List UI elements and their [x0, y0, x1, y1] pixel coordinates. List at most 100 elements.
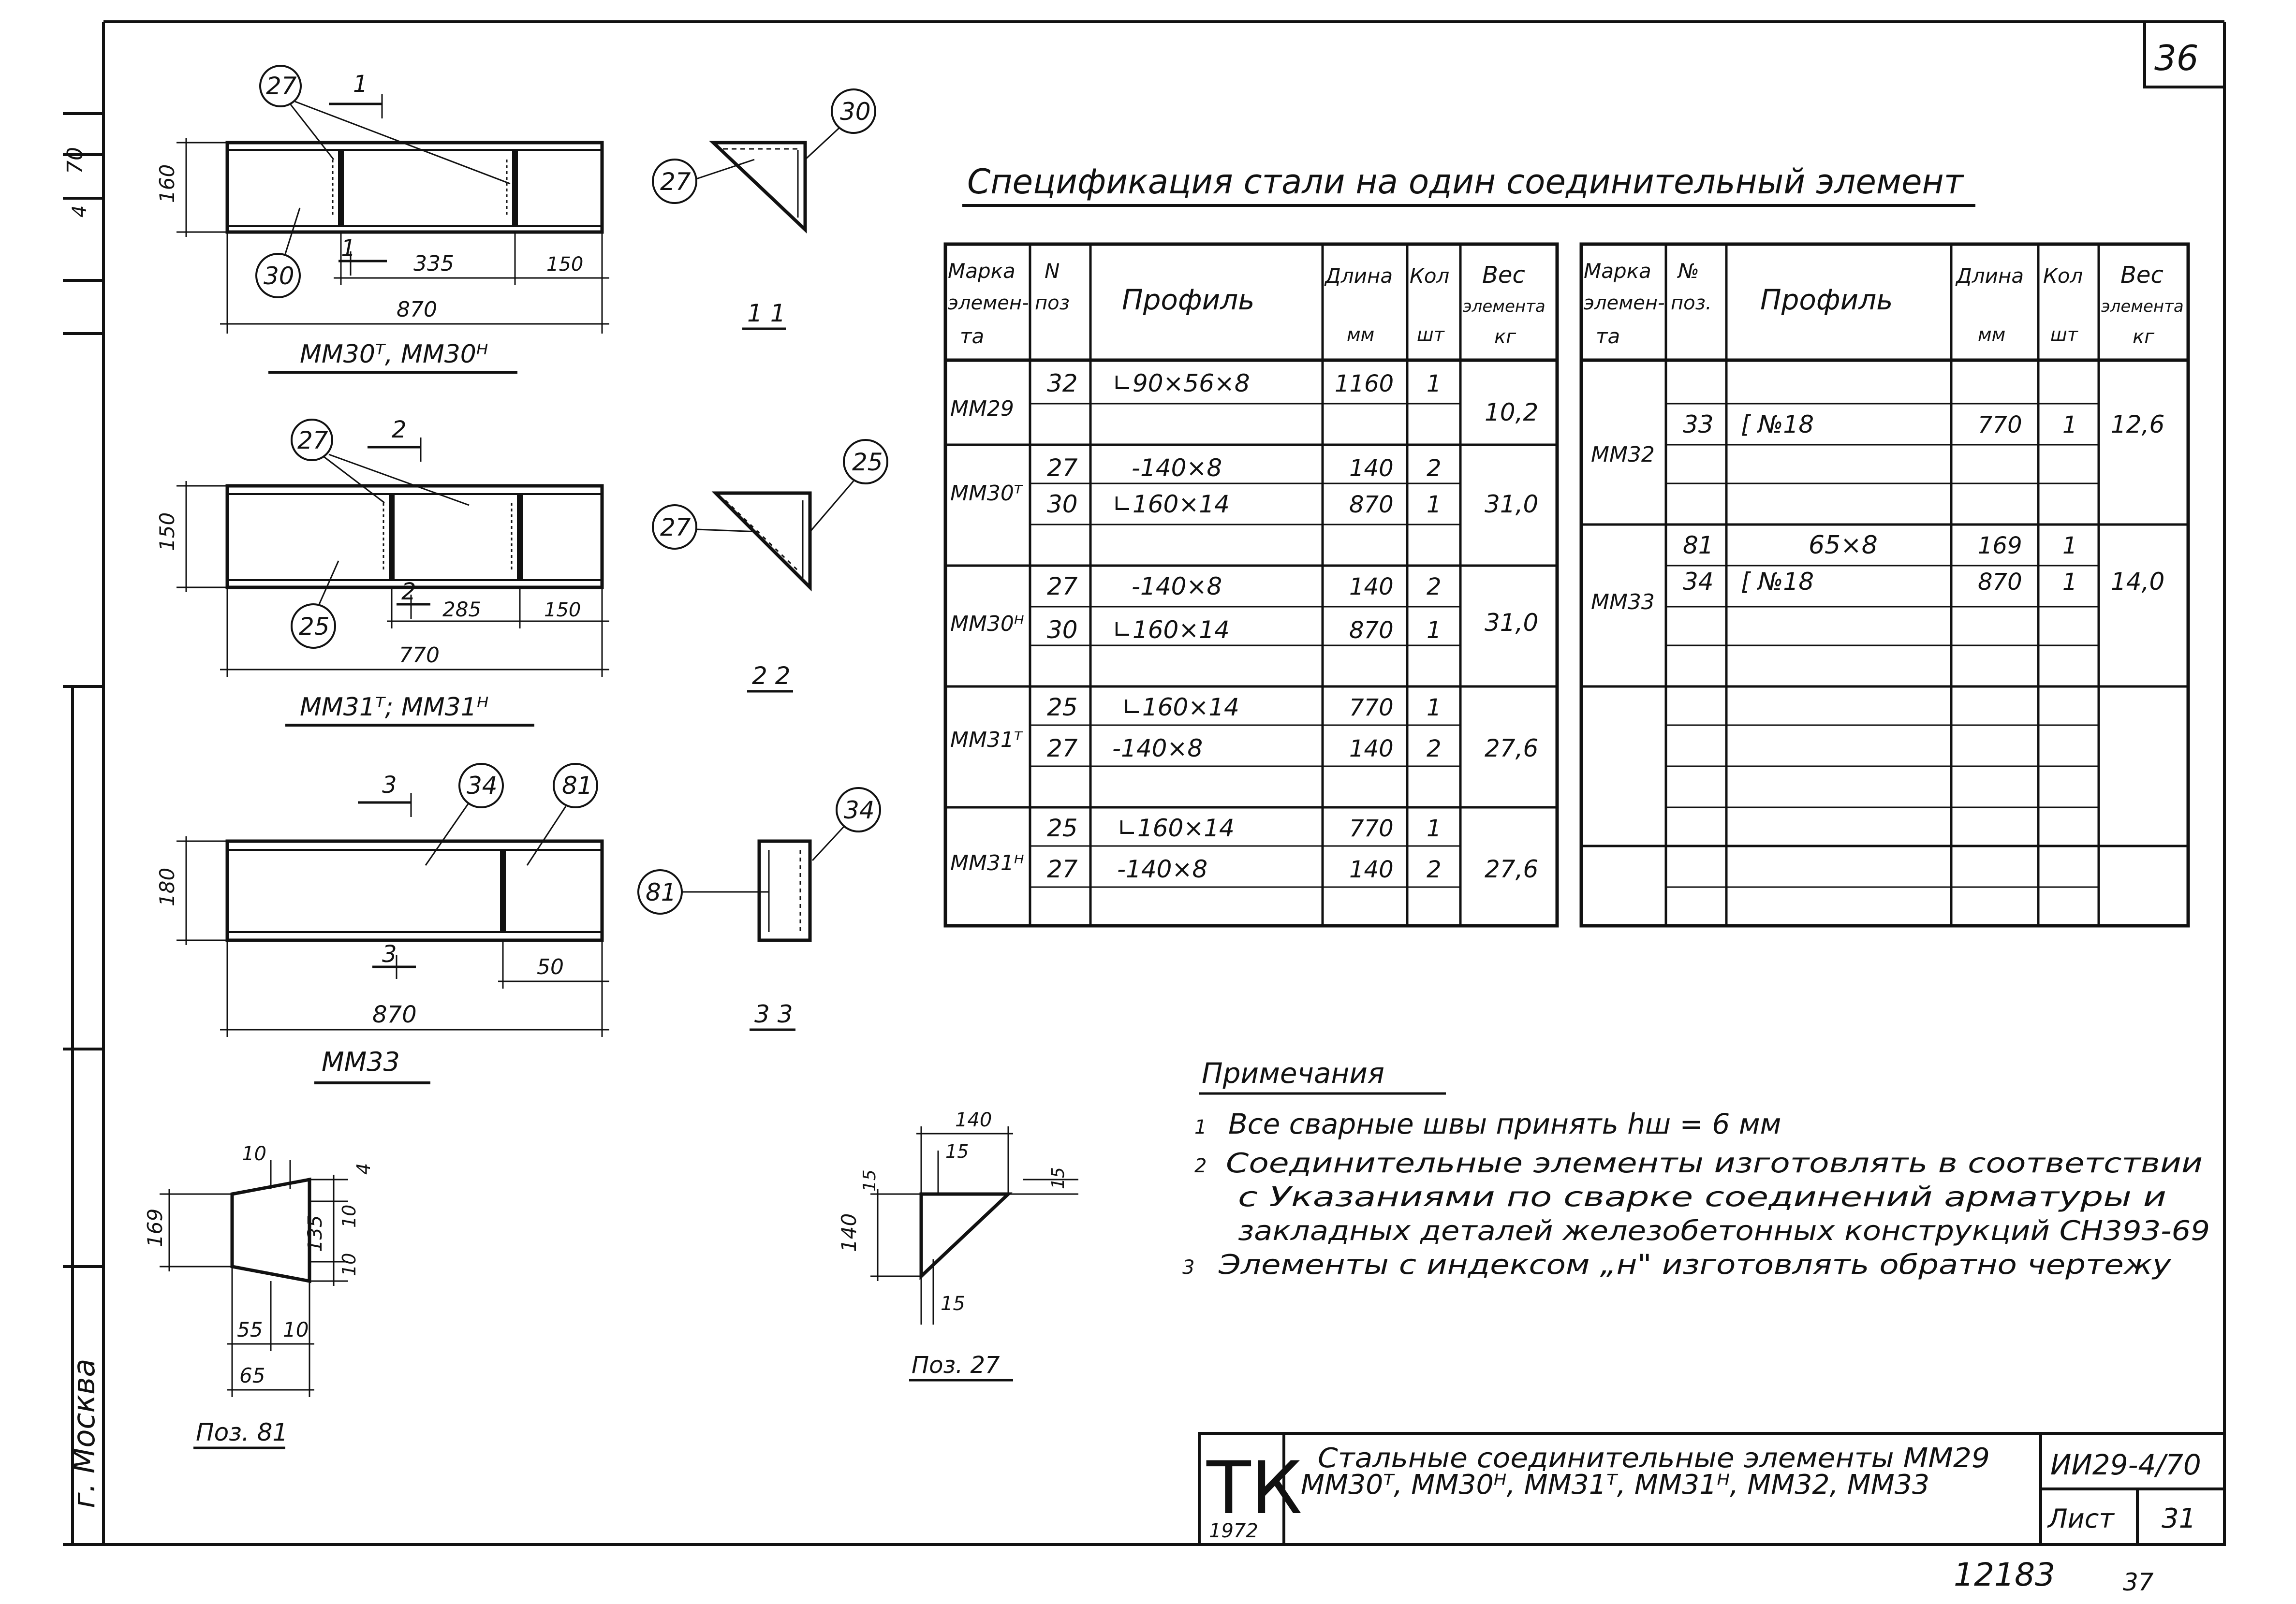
- mm33-section-mark-top: 3: [382, 772, 397, 799]
- title-block-sheet-label: Лист: [2047, 1503, 2115, 1534]
- row-mm30h-profile-2: ∟160×14: [1112, 616, 1230, 644]
- mm31-dim-spacing: 285: [442, 598, 481, 621]
- section3-label: 3 3: [754, 1000, 793, 1028]
- row-mm31t-length-1: 770: [1349, 694, 1394, 721]
- hdr-r-weight-1: Вес: [2120, 262, 2164, 289]
- poz81-dim-mid: 135: [304, 1215, 326, 1252]
- row-mm33-profile-2: [ №18: [1741, 568, 1814, 596]
- row-mm33-weight: 14,0: [2111, 568, 2164, 596]
- row-mm31t-pos-1: 25: [1047, 693, 1078, 721]
- poz27-dim-l1: 15: [860, 1169, 880, 1192]
- mm30-section-mark-bottom: 1: [341, 235, 356, 262]
- poz81-dim-r1: 10: [339, 1205, 360, 1228]
- row-mm31t-pos-2: 27: [1047, 734, 1078, 762]
- mm30-title: ММ30ᵀ, ММ30ᴴ: [300, 340, 488, 369]
- row-mm31h-pos-2: 27: [1047, 855, 1078, 883]
- mm31-dim-end: 150: [544, 599, 581, 621]
- section2-label: 2 2: [752, 662, 791, 690]
- row-mm31t-length-2: 140: [1349, 735, 1394, 762]
- row-mm31h-qty-1: 1: [1427, 815, 1442, 842]
- mm33-title: ММ33: [322, 1047, 400, 1077]
- notes-title: Примечания: [1202, 1057, 1384, 1090]
- poz27-dim-height: 140: [837, 1213, 861, 1252]
- row-mm30t-profile-1: -140×8: [1132, 454, 1222, 482]
- mm30-dim-spacing: 335: [413, 251, 454, 276]
- spec-right-headers: Марка элемен- та № поз. Профиль Длина мм…: [1584, 259, 2184, 348]
- row-mm30h-qty-2: 1: [1427, 617, 1442, 644]
- hdr-qty-2: шт: [1417, 324, 1445, 345]
- hdr-r-length-1: Длина: [1955, 264, 2024, 288]
- hdr-length-1: Длина: [1324, 264, 1393, 288]
- city-label: г. Москва: [66, 1359, 102, 1509]
- section-3-3: [637, 787, 881, 942]
- row-mm30h-pos-1: 27: [1047, 572, 1078, 600]
- row-mm29-mark: ММ29: [950, 396, 1014, 421]
- row-mm31h-length-1: 770: [1349, 815, 1394, 842]
- poz27-dim-top: 140: [955, 1109, 992, 1131]
- poz81-dim-b2: 10: [283, 1318, 309, 1342]
- hdr-r-weight-3: кг: [2133, 326, 2155, 348]
- section2-callout-27: 27: [660, 513, 691, 541]
- row-mm30t-pos-1: 27: [1047, 454, 1078, 482]
- mm33-callout-34: 34: [467, 772, 498, 800]
- hdr-r-pos-2: поз.: [1671, 292, 1712, 314]
- note-1-line-1: Все сварные швы принять hш = 6 мм: [1228, 1108, 1781, 1140]
- hdr-r-profile: Профиль: [1760, 283, 1893, 316]
- mm30-section-mark-top: 1: [353, 71, 368, 98]
- poz81-dim-r3: 4: [353, 1163, 374, 1175]
- row-mm29-profile: ∟90×56×8: [1112, 369, 1250, 397]
- mm31-section-mark-top: 2: [392, 416, 407, 443]
- spec-table-left: [943, 242, 1559, 928]
- hdr-length-2: мм: [1347, 324, 1374, 345]
- title-block-desc-1: Стальные соединительные элементы ММ29: [1318, 1443, 1990, 1474]
- row-mm30t-pos-2: 30: [1047, 490, 1078, 518]
- mm30-callout-27: 27: [266, 72, 297, 100]
- detail-poz81: [160, 1160, 348, 1397]
- row-mm30h-weight: 31,0: [1485, 609, 1538, 637]
- page-number: 36: [2154, 38, 2199, 78]
- row-mm31t-profile-2: -140×8: [1112, 734, 1203, 762]
- spec-title: Спецификация стали на один соединительны…: [967, 162, 1964, 202]
- mm31-dim-total: 770: [399, 643, 440, 668]
- poz27-dim-r1: 15: [1048, 1167, 1068, 1189]
- row-mm31t-profile-1: ∟160×14: [1122, 693, 1239, 721]
- hdr-mark-1: Марка: [948, 259, 1016, 283]
- row-mm30h-profile-1: -140×8: [1132, 572, 1222, 600]
- row-mm31h-qty-2: 2: [1427, 856, 1442, 883]
- title-block-logo: ТК: [1206, 1446, 1302, 1531]
- row-mm30h-length-2: 870: [1349, 617, 1394, 644]
- row-mm30t-length-2: 870: [1349, 491, 1394, 518]
- hdr-r-qty-2: шт: [2050, 324, 2079, 345]
- section-2-2: [652, 439, 888, 592]
- row-mm30t-weight: 31,0: [1485, 490, 1538, 518]
- row-mm31t-weight: 27,6: [1485, 734, 1538, 762]
- section1-label: 1 1: [747, 299, 786, 327]
- spec-left-headers: Марка элемен- та N поз Профиль Длина мм …: [948, 259, 1545, 348]
- mm31-callout-27: 27: [297, 426, 328, 454]
- row-mm29-weight: 10,2: [1485, 398, 1538, 426]
- row-mm30h-length-1: 140: [1349, 573, 1394, 600]
- title-block: [1198, 1432, 2226, 1546]
- section1-callout-27: 27: [660, 168, 691, 196]
- row-mm31h-profile-2: -140×8: [1117, 855, 1207, 883]
- hdr-r-mark-3: та: [1596, 324, 1620, 348]
- mm33-callout-81: 81: [562, 772, 593, 800]
- notes: Примечания 1 Все сварные швы принять hш …: [1182, 1057, 2210, 1281]
- row-mm32-qty: 1: [2062, 411, 2077, 438]
- section1-callout-30: 30: [840, 98, 871, 126]
- row-mm33-length-2: 870: [1978, 569, 2022, 596]
- hdr-r-qty-1: Кол: [2043, 264, 2083, 288]
- page-number-box: 36: [2143, 22, 2224, 88]
- row-mm30t-length-1: 140: [1349, 455, 1394, 482]
- title-block-desc-2: ММ30ᵀ, ММ30ᴴ, ММ31ᵀ, ММ31ᴴ, ММ32, ММ33: [1301, 1469, 1929, 1501]
- drawing-mm30: [177, 65, 609, 334]
- poz81-dim-top: 10: [242, 1143, 266, 1165]
- mm33-dim-height: 180: [155, 868, 179, 906]
- drawing-mm31: [177, 419, 609, 677]
- hdr-weight-3: кг: [1494, 326, 1516, 348]
- row-mm30t-qty-2: 1: [1427, 491, 1442, 518]
- mm30-dim-end: 150: [546, 253, 583, 276]
- section3-callout-34: 34: [844, 796, 875, 824]
- row-mm31h-mark: ММ31ᴴ: [950, 851, 1024, 875]
- detail-poz27: [870, 1126, 1078, 1325]
